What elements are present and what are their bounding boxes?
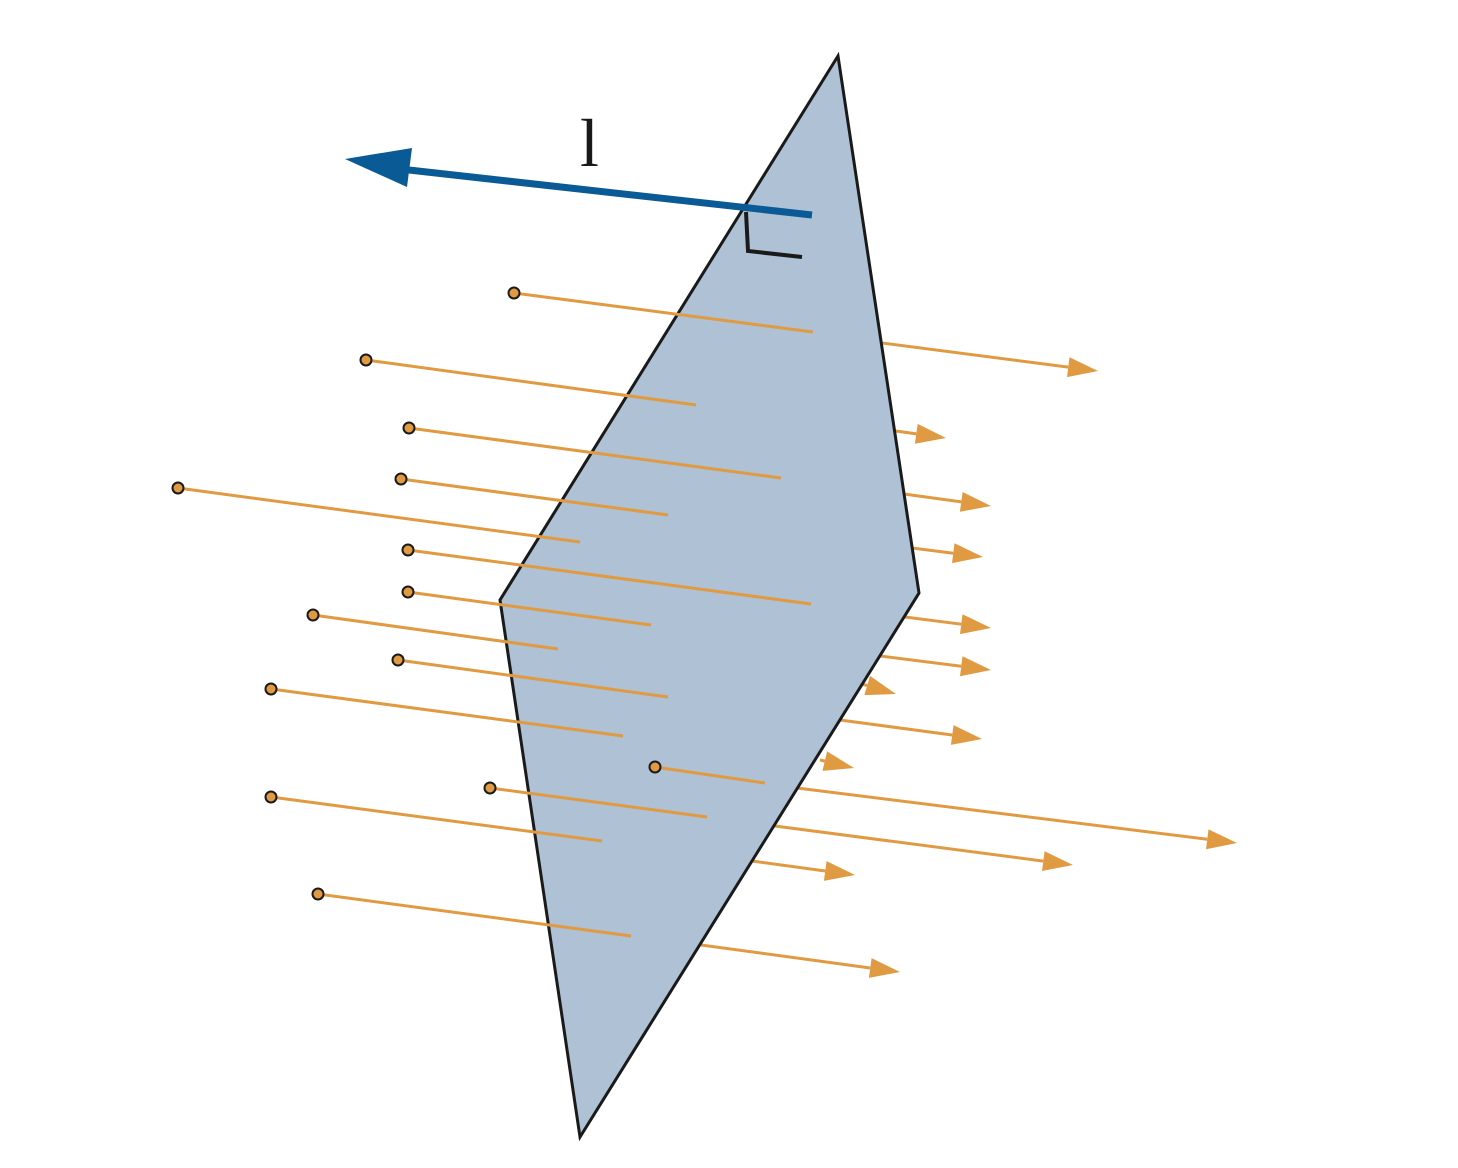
flow-line-start-dot-7: [401, 585, 415, 599]
plane-surface: [498, 51, 921, 1142]
flow-line-entry-14: [317, 892, 632, 938]
flow-line-start-dot-6: [401, 543, 415, 557]
flow-line-start-dot-11: [648, 760, 662, 774]
flow-line-exit-6: [904, 615, 962, 626]
flow-line-arrowhead-9: [950, 725, 982, 745]
flow-line-start-dot-8: [306, 608, 320, 622]
flow-line-exit-13: [751, 859, 826, 873]
flow-line-entry-2: [365, 358, 697, 407]
flow-line-entry-6: [407, 548, 812, 606]
flow-line-start-dot-4: [394, 472, 408, 486]
flow-line-exit-11: [796, 786, 1208, 841]
right-angle-mark: [744, 211, 803, 259]
flow-line-exit-14: [700, 943, 871, 970]
flow-line-exit-2: [895, 429, 917, 436]
flow-line-entry-5: [177, 486, 581, 544]
flow-line-start-dot-10: [264, 682, 278, 696]
flow-line-arrowhead-13: [823, 861, 855, 881]
flow-line-exit-12: [774, 824, 1044, 863]
flow-line-arrowhead-3: [959, 492, 991, 512]
flow-line-start-dot-2: [359, 353, 373, 367]
flow-line-entry-1: [513, 291, 814, 334]
flow-line-entry-13: [270, 795, 603, 843]
flow-line-entry-10: [270, 687, 624, 738]
normal-vector-label: l: [580, 105, 599, 181]
flow-line-arrowhead-7: [960, 656, 991, 677]
flow-line-arrowhead-11: [1206, 829, 1237, 850]
flow-line-start-dot-3: [402, 421, 416, 435]
flow-line-arrowhead-8: [864, 675, 896, 696]
flow-line-arrowhead-6: [960, 614, 991, 635]
flow-line-start-dot-9: [391, 653, 405, 667]
flow-line-entry-9: [397, 658, 669, 699]
flow-line-entry-4: [400, 477, 669, 517]
flow-line-arrowhead-14: [868, 958, 900, 978]
flow-line-arrowhead-4: [952, 543, 983, 564]
flow-line-exit-4: [911, 546, 954, 555]
flow-line-exit-segments: [700, 341, 1237, 978]
flow-line-entry-12: [489, 786, 708, 819]
flow-line-start-dot-13: [264, 790, 278, 804]
flow-line-arrowhead-12: [1042, 851, 1073, 871]
normal-vector: [345, 148, 813, 219]
flow-line-entry-7: [407, 590, 652, 627]
flow-line-entry-11: [654, 765, 766, 785]
flow-line-entry-segments: [171, 286, 814, 938]
flow-line-start-dot-12: [483, 781, 497, 795]
flow-line-arrowhead-10: [822, 751, 854, 771]
flow-line-entry-3: [408, 426, 782, 480]
flow-line-start-dot-5: [171, 481, 185, 495]
flow-line-arrowhead-1: [1067, 357, 1098, 378]
flow-line-entry-8: [312, 613, 559, 651]
flow-line-exit-10: [819, 758, 826, 763]
flow-line-exit-9: [839, 718, 953, 737]
flow-line-exit-1: [881, 341, 1069, 369]
flow-line-start-dot-1: [507, 286, 521, 300]
flow-line-start-dot-14: [311, 887, 325, 901]
flow-line-arrowhead-2: [914, 423, 946, 444]
flow-line-exit-7: [879, 654, 962, 668]
flow-line-exit-3: [903, 492, 962, 504]
